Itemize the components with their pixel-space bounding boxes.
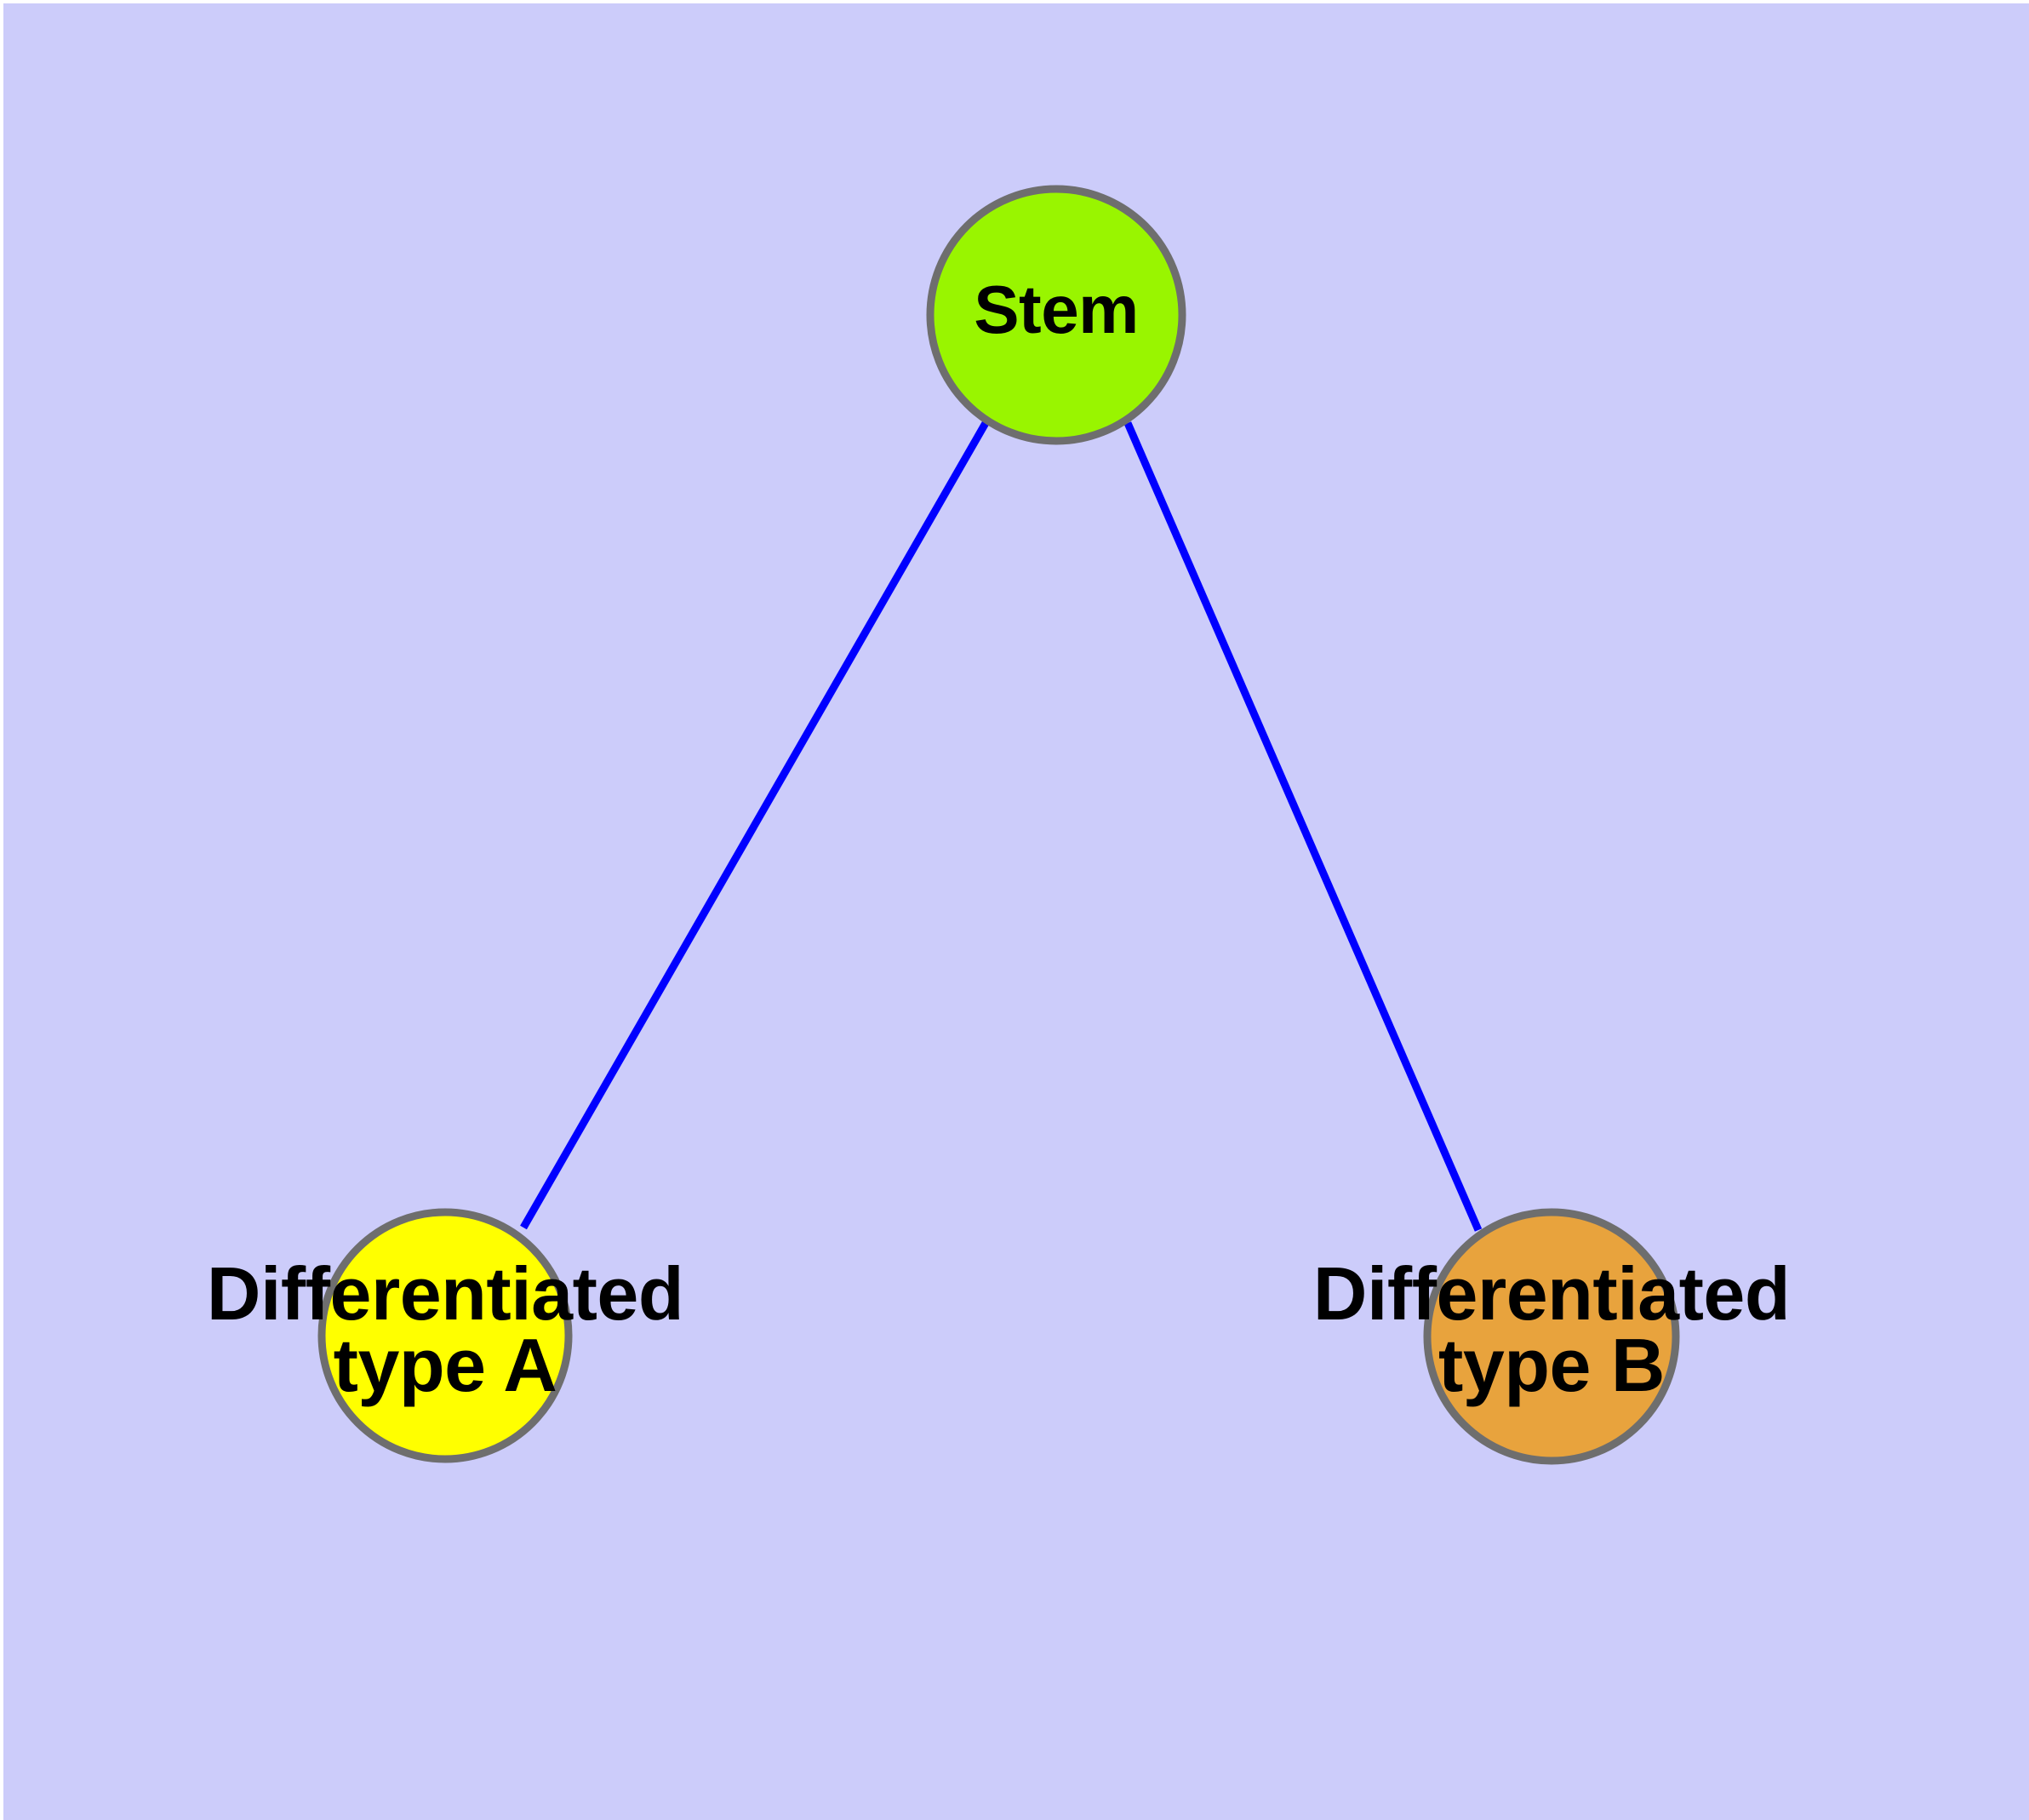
edge-stem-to-diff-a[interactable]	[520, 421, 989, 1230]
edge-stem-to-diff-b[interactable]	[1123, 421, 1483, 1232]
graph-svg	[317, 185, 1680, 1465]
node-diff-b-circle[interactable]	[1423, 1208, 1680, 1465]
node-layer	[317, 185, 1680, 1465]
node-diff-a-circle[interactable]	[317, 1208, 573, 1463]
node-stem-circle[interactable]	[926, 185, 1186, 445]
edge-layer	[520, 421, 1483, 1232]
